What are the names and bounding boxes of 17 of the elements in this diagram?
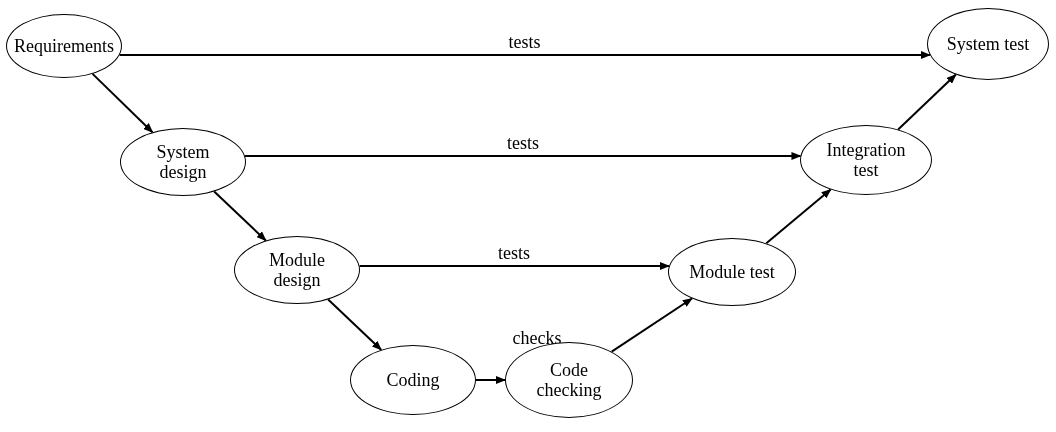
arrow [91,72,154,134]
arrow [327,298,383,351]
node-label: Module test [689,262,775,282]
node-label: Module design [268,250,326,290]
arrow [765,188,832,245]
arrow [358,262,670,270]
arrow [213,190,267,242]
node-label: Coding [386,370,440,390]
node-label: System design [155,142,211,182]
node-label: System test [946,34,1030,54]
node-label: Requirements [14,36,114,56]
arrow [897,73,957,131]
node-label: Integration test [825,140,907,180]
node-label: Code checking [535,360,603,400]
arrow [244,152,802,160]
arrow [610,297,693,353]
arrow [475,376,506,384]
